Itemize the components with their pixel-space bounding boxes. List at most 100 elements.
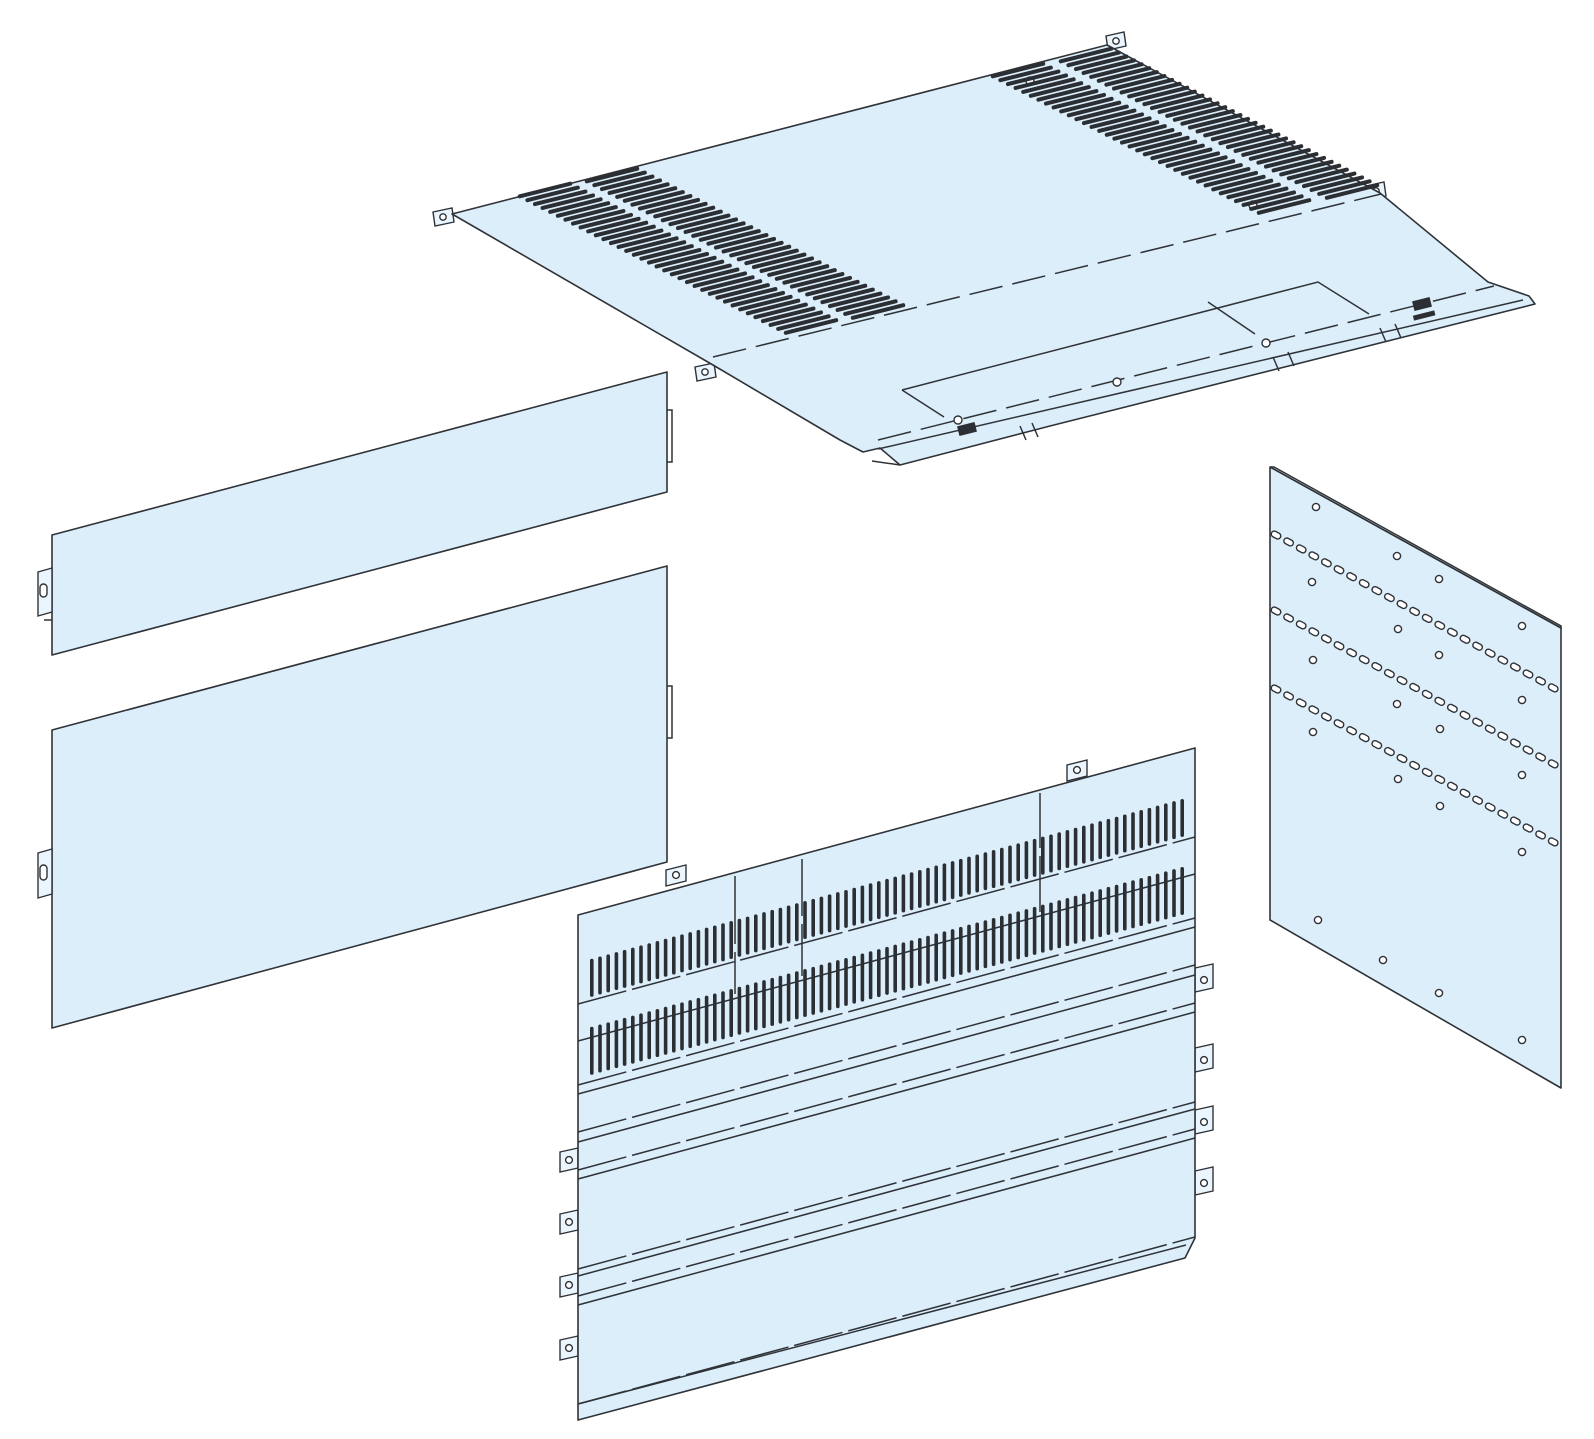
vent-slot — [729, 240, 784, 258]
tab-hole — [564, 1280, 574, 1290]
vent-slot — [843, 299, 898, 316]
mounting-hole — [1313, 915, 1323, 925]
vent-slot — [722, 287, 778, 304]
vent-slot — [1066, 50, 1121, 68]
lower-front-cover — [37, 565, 673, 1029]
vent-slot — [803, 969, 807, 1018]
vent-slot — [1111, 74, 1167, 91]
vent-slot — [677, 263, 732, 281]
vent-slot — [819, 896, 824, 935]
mounting-hole — [1392, 699, 1402, 709]
vent-slot — [1032, 906, 1037, 955]
vent-slot — [624, 236, 679, 253]
vent-slot — [607, 178, 663, 195]
vent-slot — [959, 926, 963, 975]
tab-hole — [671, 870, 681, 880]
vent-slot — [820, 287, 875, 305]
side-slot — [1434, 696, 1446, 706]
side-slot — [1346, 726, 1358, 736]
tab-hole — [564, 1155, 574, 1165]
mounting-hole — [1434, 574, 1444, 584]
side-slot — [1535, 676, 1547, 686]
vent-slot — [1058, 46, 1114, 64]
tab-hole — [1199, 975, 1209, 985]
vent-slot — [655, 1008, 660, 1057]
vent-slot — [942, 931, 947, 980]
side-slot — [1283, 537, 1295, 547]
side-slot — [1472, 717, 1484, 727]
side-slot — [1497, 731, 1509, 741]
side-slot — [1547, 837, 1559, 847]
vent-slot — [998, 65, 1053, 83]
vent-slot — [647, 1011, 651, 1060]
vent-slot — [1073, 54, 1129, 72]
vent-slot — [836, 892, 840, 931]
vent-slot — [783, 318, 839, 335]
tab-hole — [1199, 1117, 1209, 1127]
vent-slot — [827, 894, 832, 933]
vent-slot — [1279, 159, 1334, 177]
vent-slot — [893, 876, 897, 915]
vent-slot — [909, 940, 914, 989]
mounting-hole — [1392, 551, 1402, 561]
side-slot — [1497, 655, 1509, 665]
side-slot — [1509, 738, 1521, 748]
side-slot — [1547, 759, 1559, 769]
vent-slot — [819, 964, 824, 1013]
vent-slot — [762, 980, 766, 1029]
vent-slot — [578, 212, 634, 230]
vent-slot — [1218, 178, 1274, 196]
vent-slot — [1016, 911, 1020, 960]
vent-slot — [885, 878, 889, 917]
vent-slot — [812, 283, 868, 301]
mounting-hole — [1517, 1035, 1527, 1045]
vent-slot — [606, 1022, 610, 1071]
vent-slot — [885, 946, 889, 995]
vent-slot — [570, 209, 626, 226]
vent-slot — [639, 1013, 643, 1062]
rail-line — [577, 1137, 1196, 1306]
vent-slot — [1104, 70, 1159, 87]
mounting-hole — [1517, 847, 1527, 857]
vent-slot — [680, 934, 684, 973]
vent-slot — [868, 951, 873, 1000]
rail-line — [577, 974, 1196, 1143]
vent-slot — [753, 302, 808, 320]
mounting-hole — [1378, 955, 1388, 965]
vent-slot — [1106, 818, 1111, 857]
vent-slot — [811, 898, 815, 937]
vent-slot — [590, 1026, 594, 1075]
vent-slot — [696, 929, 701, 968]
side-slot — [1270, 606, 1282, 616]
vent-slot — [517, 181, 573, 199]
side-slot — [1535, 830, 1547, 840]
vent-slot — [934, 865, 938, 904]
rail-line — [577, 1236, 1196, 1405]
vent-slot — [1131, 812, 1135, 851]
vent-slot — [1082, 893, 1086, 942]
roof-vents-right — [990, 46, 1380, 215]
vent-slot — [991, 917, 996, 966]
side-slot — [1358, 655, 1370, 665]
side-slot — [1472, 641, 1484, 651]
vent-slot — [1106, 886, 1111, 935]
vent-slot — [713, 993, 717, 1042]
vent-slot — [770, 909, 774, 948]
vent-slot — [1180, 798, 1184, 837]
vent-slot — [1164, 803, 1168, 842]
vent-slot — [1000, 915, 1004, 964]
vent-slot — [1180, 866, 1184, 915]
vent-slot — [1024, 841, 1029, 880]
vent-slot — [1000, 847, 1004, 886]
vented-front-plate — [559, 747, 1214, 1421]
vent-slot — [852, 887, 856, 926]
vent-slot — [1233, 186, 1289, 204]
vent-slot — [1008, 845, 1012, 884]
vent-slot — [1286, 163, 1342, 181]
vent-slot — [745, 916, 750, 955]
vent-slot — [1024, 909, 1029, 958]
vent-slot — [683, 217, 739, 234]
vent-slot — [811, 966, 815, 1015]
vent-slot — [672, 936, 676, 975]
